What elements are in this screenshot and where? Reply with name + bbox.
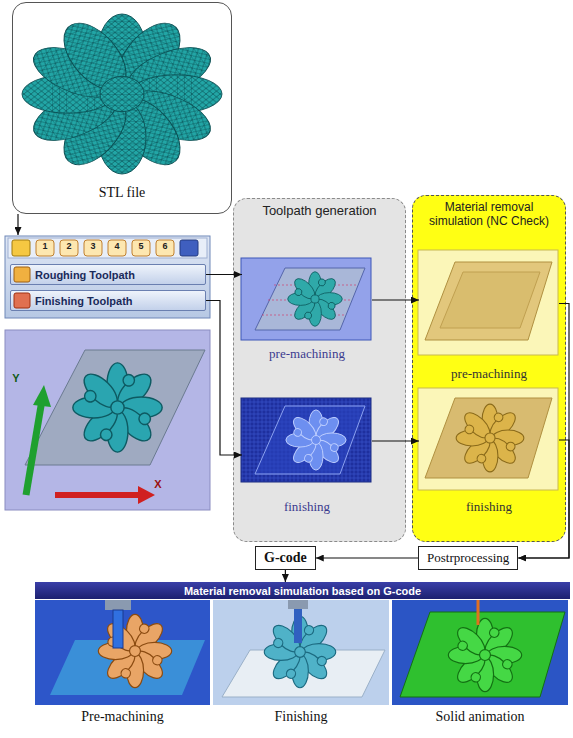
- label-holder: 6: [157, 241, 173, 251]
- node-text: Pre-machining: [35, 709, 210, 725]
- flow-arrow: [285, 570, 286, 582]
- flow-arrow: [372, 440, 419, 441]
- node-text: Finishing Toolpath: [35, 295, 133, 307]
- label-holder: Y: [8, 372, 24, 384]
- gcode-premachining-image: [35, 600, 210, 705]
- node-text: pre-machining: [242, 346, 372, 362]
- process-box: Postrprocessing: [418, 546, 518, 570]
- section-band: Material removal simulation based on G-c…: [35, 582, 570, 599]
- node-text: STL file: [13, 185, 231, 201]
- input-file-box: STL file: [12, 2, 232, 214]
- flow-arrow: [518, 440, 569, 558]
- toolbar-number: 2: [61, 241, 77, 251]
- stl-mesh-flower: [22, 14, 222, 174]
- button-icons: [14, 267, 30, 308]
- flow-arrow: [206, 301, 242, 456]
- label-holder: 4: [109, 241, 125, 251]
- label-holder: X: [150, 478, 166, 490]
- node-text: Material removal simulation based on G-c…: [184, 585, 421, 597]
- part-preview-image: [5, 330, 210, 510]
- label-holder: 3: [85, 241, 101, 251]
- node-text: G-code: [264, 550, 307, 566]
- process-box: G-code: [255, 546, 316, 570]
- flow-arrow: [206, 274, 242, 275]
- toolbar-number: 4: [109, 241, 125, 251]
- input-arrow: [17, 214, 18, 235]
- label-holder: 5: [133, 241, 149, 251]
- node-text: Finishing: [213, 709, 389, 725]
- toolbar-number: 1: [37, 241, 53, 251]
- toolbar-number: 5: [133, 241, 149, 251]
- label-holder: 2: [61, 241, 77, 251]
- toolbar-button: Finishing Toolpath: [10, 290, 206, 311]
- node-text: Roughing Toolpath: [35, 269, 135, 281]
- node-text: Material removal simulation (NC Check): [413, 196, 565, 228]
- toolbar-panel: [5, 236, 210, 318]
- axis-label: X: [150, 478, 166, 490]
- toolbar-number: 6: [157, 241, 173, 251]
- node-text: Postrprocessing: [427, 550, 509, 566]
- gcode-finishing-image: [213, 600, 389, 705]
- stage-group: Toolpath generation pre-machining finishin…: [233, 198, 406, 542]
- toolbar-button: Roughing Toolpath: [10, 264, 206, 285]
- roughing-toolpath-image: [241, 258, 371, 340]
- node-text: finishing: [419, 499, 559, 515]
- node-text: pre-machining: [419, 366, 559, 382]
- flow-arrow: [316, 557, 418, 558]
- nc-premachining-image: [418, 250, 558, 355]
- nc-finishing-image: [418, 388, 558, 490]
- finishing-toolpath-image: [241, 398, 371, 482]
- flow-arrow: [372, 299, 419, 300]
- label-holder: 1: [37, 241, 53, 251]
- solid-animation-image: [392, 600, 568, 705]
- axis-label: Y: [8, 372, 24, 384]
- node-text: Solid animation: [392, 709, 568, 725]
- node-text: Toolpath generation: [234, 199, 405, 218]
- node-text: finishing: [242, 499, 372, 515]
- toolbar-number: 3: [85, 241, 101, 251]
- flow-arrow: [518, 304, 569, 559]
